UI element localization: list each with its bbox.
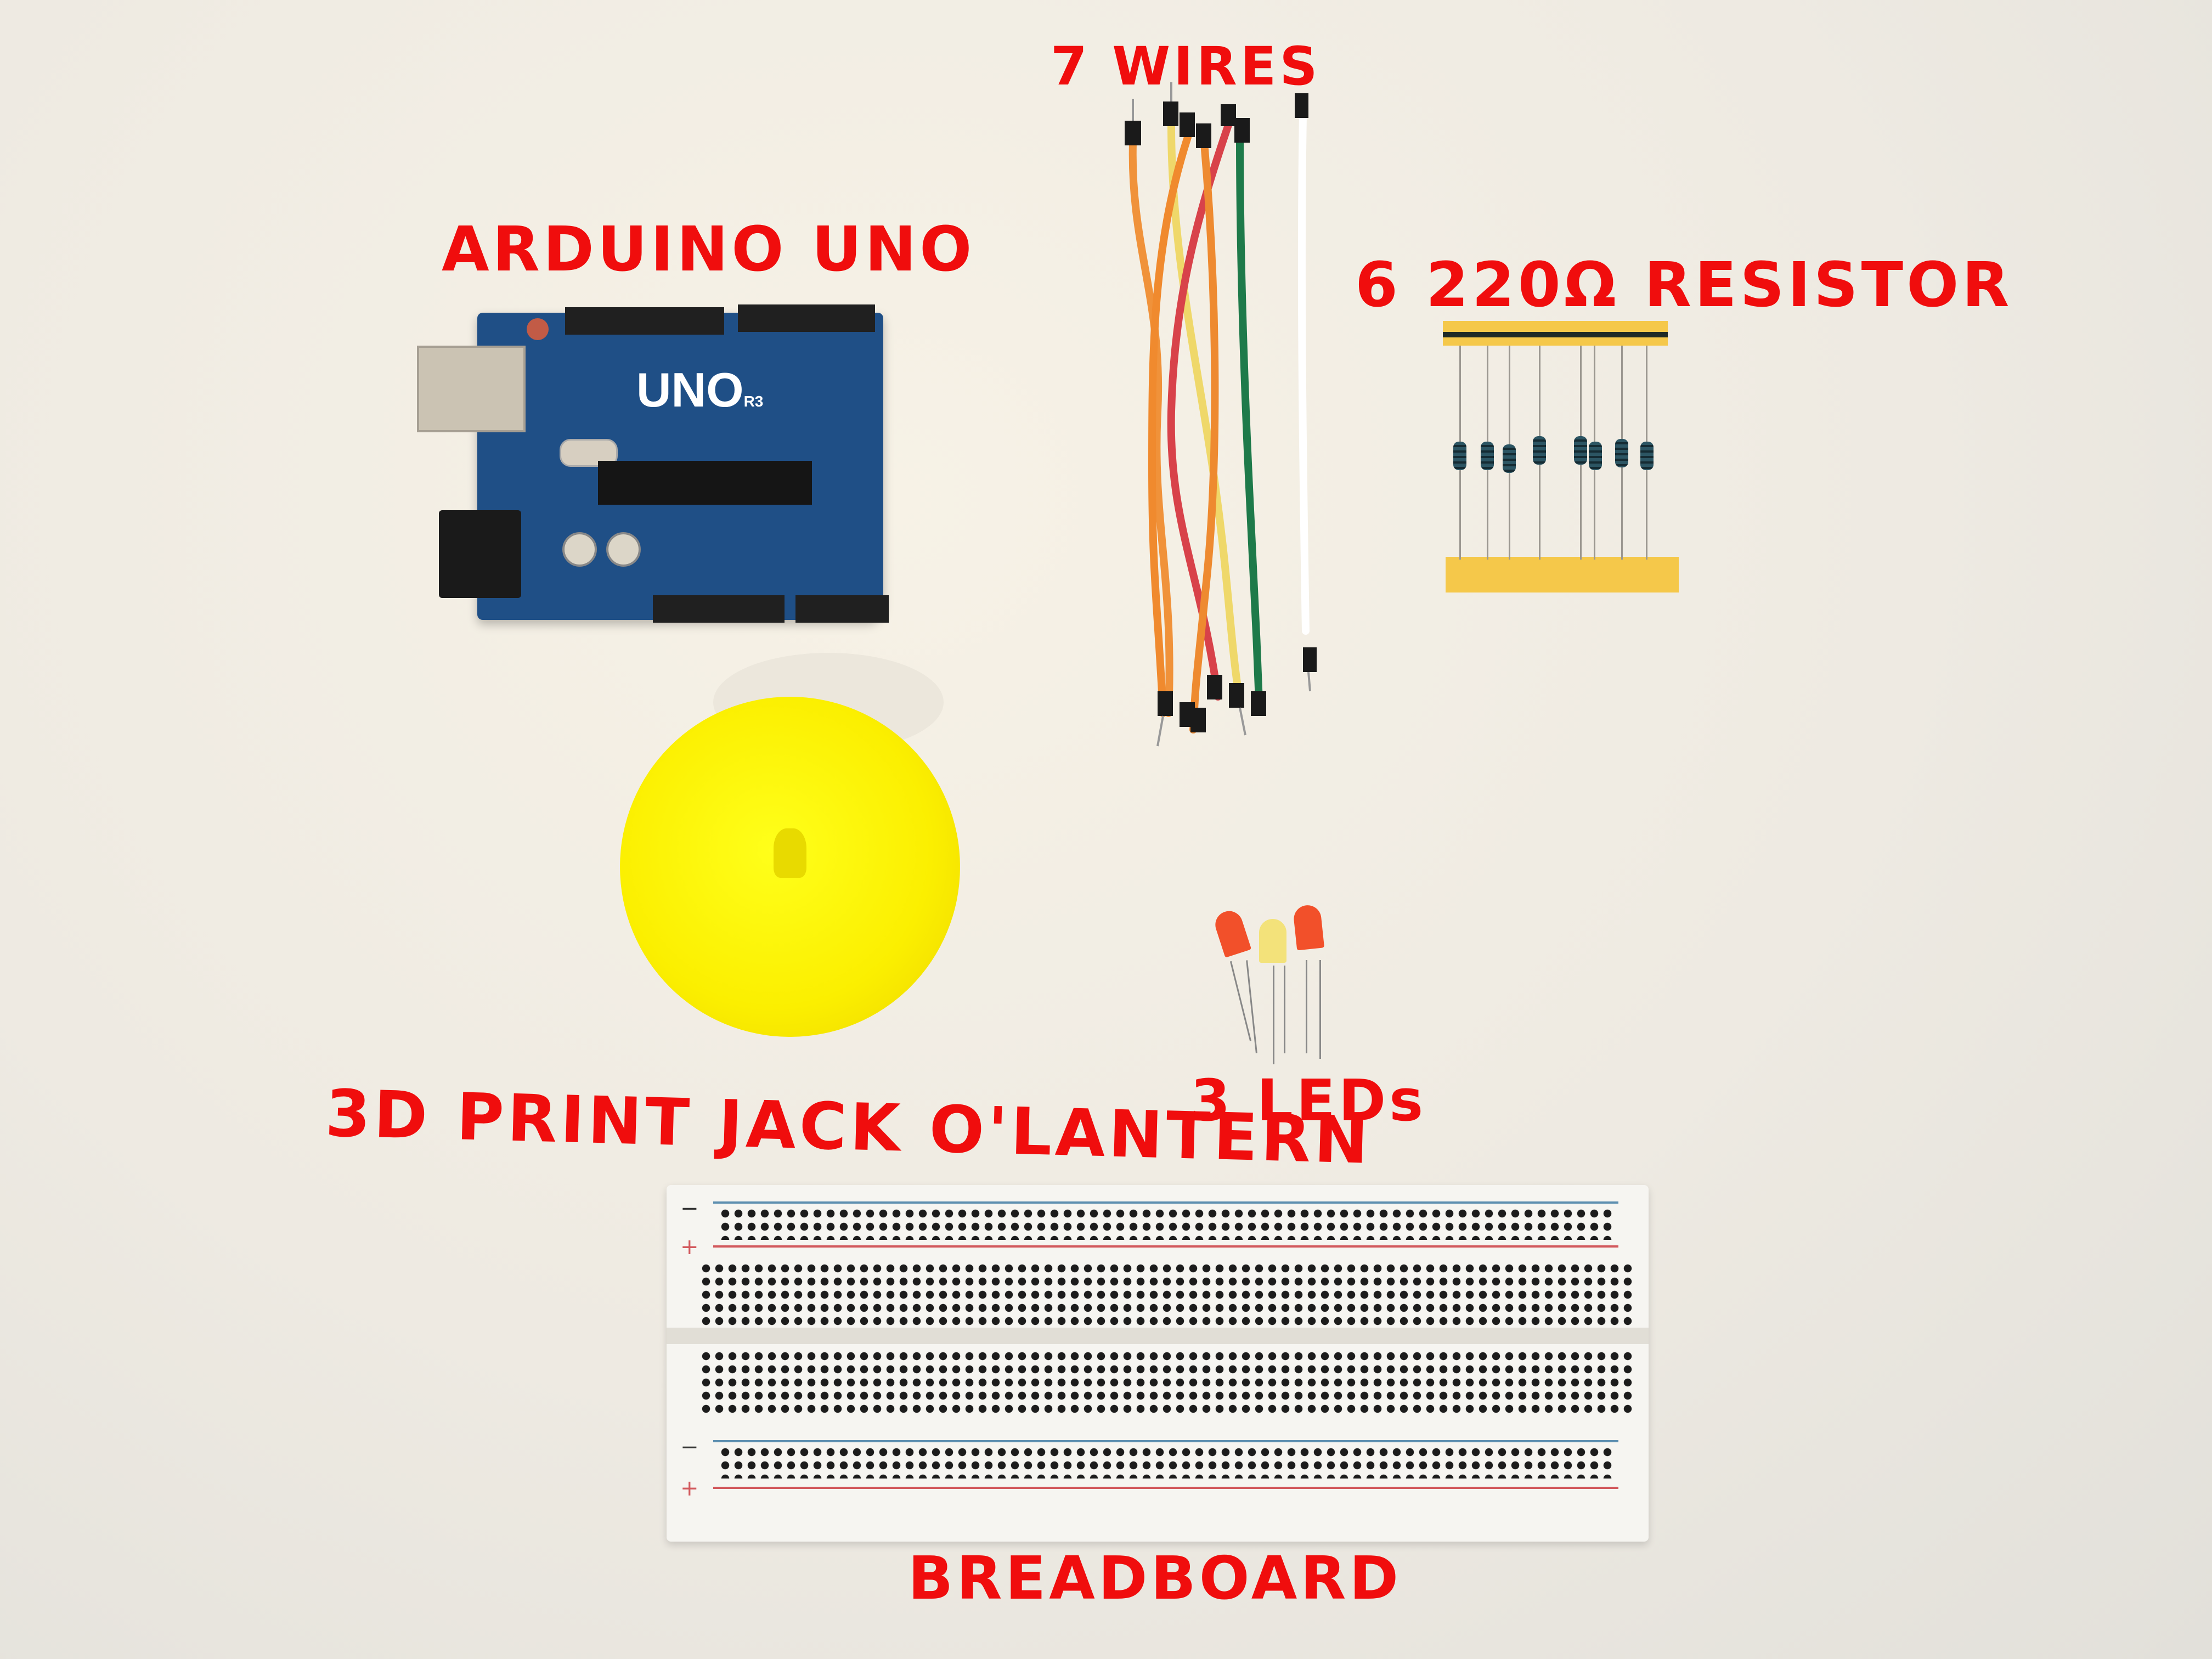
rail-minus-sign-bottom: − <box>680 1435 699 1460</box>
resistor <box>1453 442 1466 470</box>
dc-power-jack <box>439 510 521 598</box>
rail-line-negative <box>713 1201 1618 1204</box>
arduino-uno-board: UNOR3 <box>417 296 894 625</box>
resistor <box>1533 436 1546 465</box>
center-channel <box>667 1328 1649 1344</box>
resistor <box>1481 442 1494 470</box>
label-arduino-uno: ARDUINO UNO <box>442 214 975 285</box>
breadboard: − + − + <box>667 1163 1649 1547</box>
bottom-power-rail-holes[interactable] <box>719 1446 1613 1479</box>
top-power-rail-holes[interactable] <box>719 1207 1613 1240</box>
rail-plus-sign-bottom: + <box>680 1476 699 1501</box>
resistor <box>1589 442 1602 470</box>
digital-header-low <box>738 304 875 332</box>
rail-line-positive-bottom <box>713 1487 1618 1489</box>
reset-button <box>527 318 549 340</box>
resistor-tape-bottom <box>1446 557 1679 592</box>
pumpkin-stem <box>774 828 806 878</box>
resistor <box>1640 442 1654 470</box>
digital-header-high <box>565 307 724 335</box>
leds-group <box>1196 878 1361 1075</box>
board-logo: UNOR3 <box>636 363 764 417</box>
red-led <box>1211 907 1252 958</box>
yellow-led <box>1259 919 1286 963</box>
label-leds: 3 LEDs <box>1190 1067 1427 1134</box>
jumper-wires <box>1075 82 1383 823</box>
resistor <box>1574 436 1587 465</box>
label-wires: 7 WIRES <box>1051 36 1321 97</box>
capacitor <box>562 532 597 567</box>
capacitor <box>606 532 641 567</box>
usb-b-port <box>417 346 526 432</box>
atmega-chip <box>598 461 812 505</box>
wires-illustration <box>1125 82 1317 747</box>
rail-plus-sign: + <box>680 1234 699 1260</box>
red-led <box>1292 904 1325 951</box>
resistor <box>1615 439 1628 467</box>
terminal-strip-fghij[interactable] <box>699 1262 1632 1328</box>
label-resistors: 6 220Ω RESISTOR <box>1355 250 2013 321</box>
resistor <box>1503 444 1516 473</box>
terminal-strip-abcde[interactable] <box>699 1350 1632 1415</box>
analog-header <box>795 595 889 623</box>
rail-minus-sign: − <box>680 1196 699 1221</box>
label-breadboard: BREADBOARD <box>908 1544 1402 1613</box>
power-header <box>653 595 785 623</box>
rail-line-negative-bottom <box>713 1440 1618 1442</box>
rail-line-positive <box>713 1245 1618 1248</box>
3d-printed-jack-o-lantern <box>609 642 971 1048</box>
tape-marker-line <box>1443 332 1668 337</box>
resistor-strip <box>1426 313 1712 686</box>
